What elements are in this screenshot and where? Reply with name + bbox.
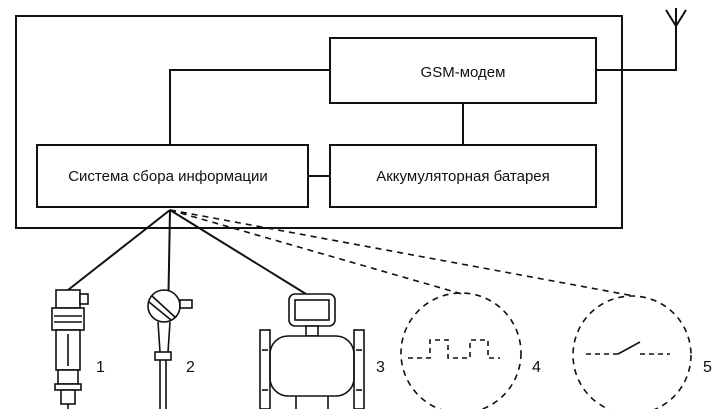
pressure-sensor-icon: [51, 289, 89, 409]
sensor-3-number: 3: [376, 359, 385, 376]
battery-block: Аккумуляторная батарея: [329, 144, 597, 208]
battery-label: Аккумуляторная батарея: [376, 168, 550, 185]
sensor-2-number: 2: [186, 359, 195, 376]
temperature-sensor-icon: [147, 289, 193, 409]
pulse-signal-icon: [400, 292, 522, 409]
switch-contact-icon: [572, 295, 692, 409]
sensor-1-number: 1: [96, 359, 105, 376]
modem-to-system-line: [169, 69, 330, 145]
data-system-label: Система сбора информации: [68, 168, 268, 185]
flow-meter-icon: [259, 293, 365, 409]
gsm-modem-label: GSM-модем: [421, 64, 506, 81]
antenna-icon: [596, 8, 687, 71]
signal-cables: [169, 209, 635, 297]
sensor-5-number: 5: [703, 359, 712, 376]
gsm-modem-block: GSM-модем: [329, 37, 597, 104]
data-system-block: Система сбора информации: [36, 144, 309, 208]
sensor-4-number: 4: [532, 359, 541, 376]
